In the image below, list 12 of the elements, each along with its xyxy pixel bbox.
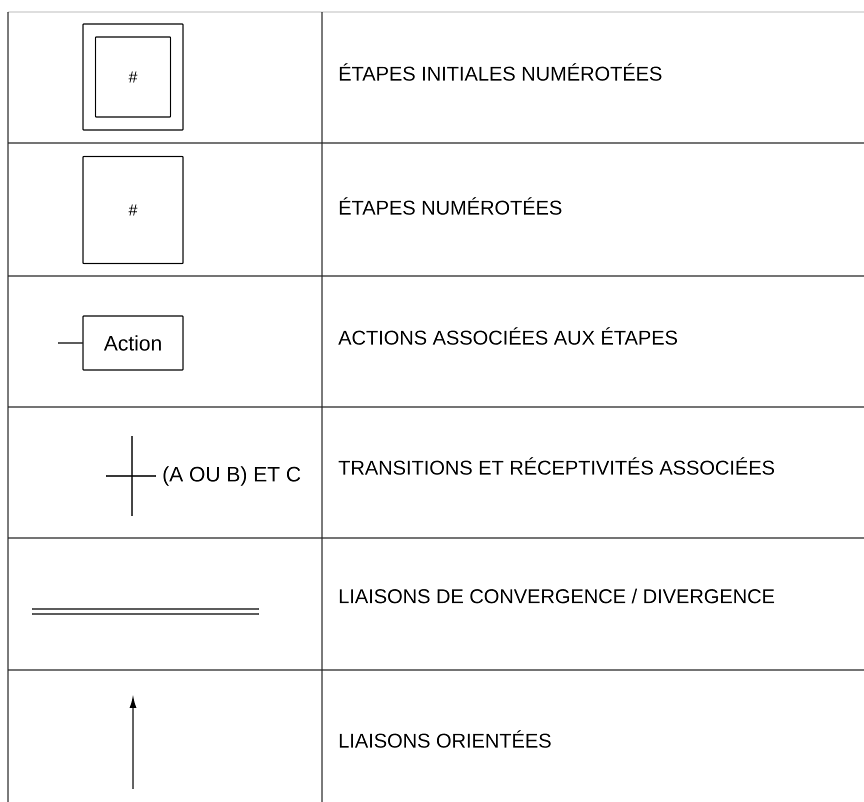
description-text: TRANSITIONS ET RÉCEPTIVITÉS ASSOCIÉES (338, 457, 774, 475)
step-box: # (82, 156, 184, 264)
description-text: ÉTAPES INITIALES NUMÉROTÉES (340, 63, 662, 81)
description-text: ACTIONS ASSOCIÉES AUX ÉTAPES (338, 327, 678, 345)
description-text: LIAISONS DE CONVERGENCE / DIVERGENCE (340, 588, 774, 604)
description-text: LIAISONS ORIENTÉES (340, 730, 551, 748)
action-box: Action (82, 315, 184, 371)
step-box: # (94, 36, 172, 118)
initial-step-box (82, 23, 184, 131)
receptivity-label: (A OU B) ET C (164, 466, 300, 486)
description-text: ÉTAPES NUMÉROTÉES (340, 197, 562, 215)
connector-line (58, 342, 82, 344)
